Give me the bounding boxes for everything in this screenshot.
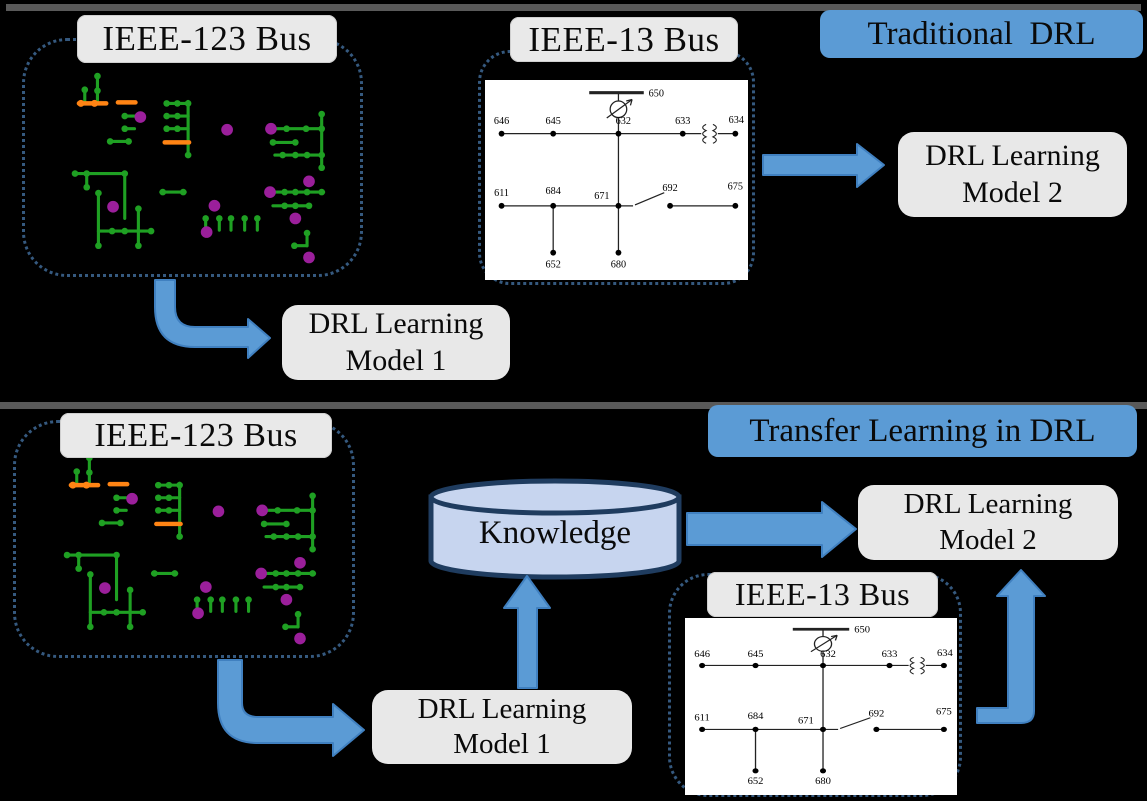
bottom-ieee123-label: IEEE-123 Bus [60,413,332,458]
bus-node-label-611: 611 [494,188,509,199]
bus-node-label-650: 650 [854,625,870,635]
bus-node-label-646: 646 [694,649,710,659]
bus-node-label-684: 684 [546,186,561,197]
bottom-ieee13-label: IEEE-13 Bus [707,572,938,617]
arrow-top-ieee123-to-model1 [154,279,271,359]
top-model2-box: DRL Learning Model 2 [898,132,1127,217]
bus-node-label-652: 652 [546,259,561,270]
top-ieee123-label-text: IEEE-123 Bus [102,19,312,58]
arrow-bottom-ieee123-to-model1 [217,659,365,757]
bus-node-label-692: 692 [868,709,884,719]
arrow-top-ieee13-to-model2 [762,143,885,188]
bus-node-label-652: 652 [748,776,764,786]
knowledge-cylinder: Knowledge [428,478,682,580]
bus-node-label-634: 634 [937,649,953,659]
top-ieee123-dotted-box [22,38,363,277]
bus-node-label-675: 675 [728,181,743,192]
bus-node-label-684: 684 [748,712,764,722]
bus-node-label-680: 680 [815,776,831,786]
knowledge-label: Knowledge [479,515,631,551]
top-model2-line2: Model 2 [962,175,1063,209]
bottom-model2-line1: DRL Learning [903,488,1073,521]
top-ieee13-label: IEEE-13 Bus [510,17,738,62]
arrow-bottom-ieee13-to-model2 [976,569,1046,724]
top-model1-line1: DRL Learning [308,306,484,340]
top-model1-box: DRL Learning Model 1 [282,305,510,380]
top-model2-line1: DRL Learning [925,138,1100,172]
bottom-ieee123-label-text: IEEE-123 Bus [94,416,298,454]
top-ieee123-network-graphic [25,41,360,274]
arrow-knowledge-to-model2 [686,501,857,558]
bus-node-label-692: 692 [662,183,677,194]
bus-node-label-671: 671 [798,716,814,726]
bus-node-label-646: 646 [494,116,509,127]
bus-node-label-671: 671 [594,191,609,202]
top-ieee123-label: IEEE-123 Bus [77,15,337,63]
transfer-learning-title-text: Transfer Learning in DRL [749,412,1096,449]
bus-node-label-634: 634 [729,115,744,126]
bus-node-label-633: 633 [675,116,690,127]
bottom-model2-box: DRL Learning Model 2 [858,485,1118,560]
arrow-model1-to-knowledge [503,575,551,689]
bus-node-label-632: 632 [616,116,631,127]
bus-node-label-680: 680 [611,259,626,270]
bottom-ieee13-label-text: IEEE-13 Bus [734,576,911,612]
bottom-ieee13-diagram: 650 646 645 632 633 634 611 684 671 692 … [694,625,953,786]
top-model1-line2: Model 1 [345,343,447,377]
top-ieee13-panel: 650 646 645 632 633 634 611 684 671 692 … [485,80,748,280]
bus-node-label-645: 645 [546,116,561,127]
bus-node-label-611: 611 [694,713,710,723]
bus-node-label-632: 632 [820,649,836,659]
bus-node-label-675: 675 [936,707,952,717]
bottom-model1-line2: Model 1 [453,728,551,760]
transfer-learning-title: Transfer Learning in DRL [708,405,1137,457]
section-divider [0,402,1147,409]
bus-node-label-633: 633 [882,649,898,659]
top-ieee13-diagram: 650 646 645 632 633 634 611 684 671 692 … [494,89,744,271]
bus-node-label-650: 650 [649,89,664,100]
bottom-model1-box: DRL Learning Model 1 [372,690,632,764]
traditional-drl-title-text: Traditional DRL [867,15,1096,52]
bottom-model1-line1: DRL Learning [417,692,587,725]
bus-node-label-645: 645 [748,649,764,659]
top-rule [6,4,1141,11]
bottom-ieee13-panel: 650 646 645 632 633 634 611 684 671 692 … [685,618,957,795]
traditional-drl-title: Traditional DRL [820,10,1143,58]
top-ieee13-label-text: IEEE-13 Bus [528,19,720,59]
bottom-model2-line2: Model 2 [939,523,1037,556]
